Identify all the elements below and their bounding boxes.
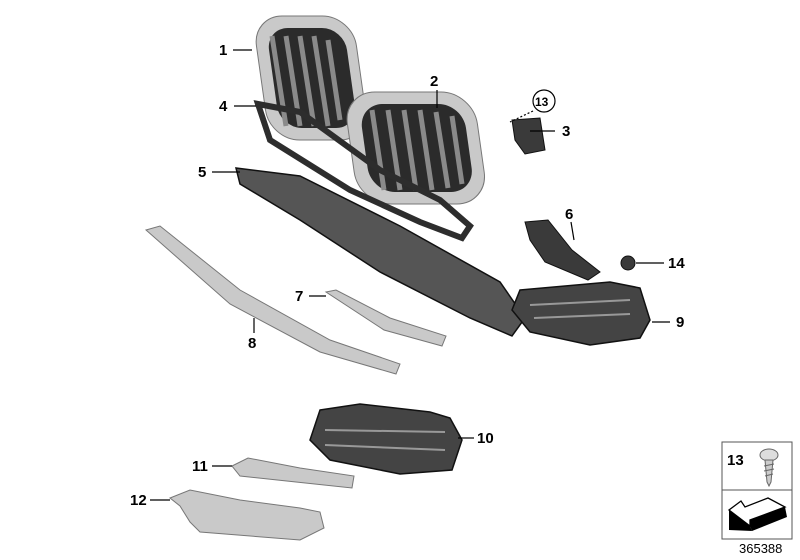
callout-13-circle xyxy=(532,89,556,113)
reference-number: 365388 xyxy=(739,541,782,556)
part-8-trim-strip[interactable] xyxy=(144,225,401,375)
callout-2[interactable]: 2 xyxy=(430,73,438,90)
part-11-trim[interactable] xyxy=(231,457,355,489)
callout-12[interactable]: 12 xyxy=(130,492,147,509)
callout-9[interactable]: 9 xyxy=(676,314,684,331)
part-12-trim[interactable] xyxy=(169,489,325,541)
part-4-grille-frame[interactable] xyxy=(253,100,474,242)
callout-3[interactable]: 3 xyxy=(562,123,570,140)
callout-14[interactable]: 14 xyxy=(668,255,685,272)
part-6-cover[interactable] xyxy=(524,219,601,281)
callout-4[interactable]: 4 xyxy=(219,98,228,115)
legend-box: 13 xyxy=(721,441,793,540)
part-2-kidney-grille-right[interactable] xyxy=(343,91,489,205)
part-10-fog-grille-left[interactable] xyxy=(309,403,463,475)
callout-8[interactable]: 8 xyxy=(248,335,256,352)
callout-1[interactable]: 1 xyxy=(219,42,227,59)
part-14-clip[interactable] xyxy=(620,255,636,271)
callout-5[interactable]: 5 xyxy=(198,164,206,181)
part-5-grille-carrier[interactable] xyxy=(235,167,526,337)
front-direction-arrow-icon xyxy=(727,497,787,531)
callout-7[interactable]: 7 xyxy=(295,288,303,305)
callout-13[interactable]: 13 xyxy=(535,95,549,109)
part-3-bracket[interactable] xyxy=(511,117,546,155)
callout-6[interactable]: 6 xyxy=(565,206,573,223)
part-7-trim-strip[interactable] xyxy=(324,289,447,347)
self-tapping-screw-icon xyxy=(759,448,779,488)
callout-10[interactable]: 10 xyxy=(477,430,494,447)
legend-part-number: 13 xyxy=(727,452,744,469)
part-9-fog-grille-right[interactable] xyxy=(511,281,651,346)
callout-11[interactable]: 11 xyxy=(192,458,208,475)
